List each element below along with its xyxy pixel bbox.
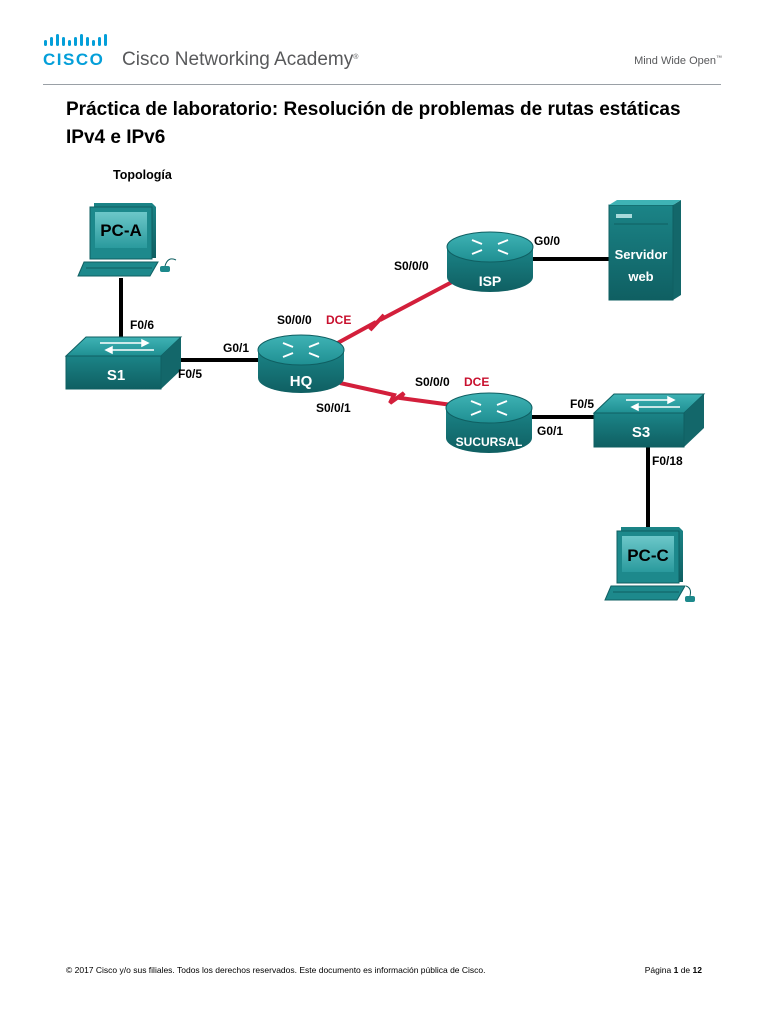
web-server-icon[interactable]: Servidor web	[608, 200, 681, 301]
router-isp-icon[interactable]: ISP	[446, 231, 534, 292]
iface-hq-g01: G0/1	[223, 341, 249, 355]
section-label-topology: Topología	[113, 168, 172, 182]
academy-name-text: Cisco Networking Academy	[122, 49, 354, 70]
iface-hq-s001: S0/0/1	[316, 401, 351, 415]
pc-a-label: PC-A	[100, 221, 142, 240]
router-hq-icon[interactable]: HQ	[257, 334, 345, 393]
page-title: Práctica de laboratorio: Resolución de p…	[66, 99, 681, 148]
iface-s3-f05: F0/5	[570, 397, 594, 411]
header-divider	[43, 84, 721, 85]
router-sucursal-label: SUCURSAL	[456, 435, 523, 449]
page-header: CISCO Cisco Networking Academy® Mind Wid…	[0, 0, 768, 95]
switch-s1-label: S1	[107, 367, 125, 384]
trademark-mark: ™	[716, 55, 722, 62]
academy-name: Cisco Networking Academy®	[122, 49, 358, 71]
pc-c-label: PC-C	[627, 546, 669, 565]
iface-s1-f05: F0/5	[178, 367, 202, 381]
footer-copyright: © 2017 Cisco y/o sus filiales. Todos los…	[66, 965, 486, 975]
page-current: 1	[673, 965, 679, 975]
tagline-text: Mind Wide Open	[634, 55, 716, 67]
cisco-logo-icon	[44, 34, 107, 46]
pc-a-icon[interactable]: PC-A	[77, 203, 177, 277]
iface-hq-s000-dce: DCE	[326, 313, 351, 327]
registered-mark: ®	[353, 54, 359, 61]
topology-canvas: PC-A S1 HQ ISP	[64, 200, 706, 602]
web-server-label-line2: web	[627, 269, 653, 284]
iface-hq-s000: S0/0/0	[277, 313, 312, 327]
topology-diagram: PC-A S1 HQ ISP	[0, 190, 768, 620]
page-total: 12	[692, 965, 702, 975]
tagline: Mind Wide Open™	[634, 55, 722, 67]
switch-s3-label: S3	[632, 424, 650, 441]
switch-s3-icon[interactable]: S3	[592, 393, 706, 448]
iface-sucursal-s000: S0/0/0	[415, 375, 450, 389]
router-hq-label: HQ	[290, 373, 313, 390]
switch-s1-icon[interactable]: S1	[64, 336, 183, 390]
footer-page-number: Página 1 de 12	[645, 965, 702, 975]
iface-sucursal-s000-dce: DCE	[464, 375, 489, 389]
page-separator: de	[680, 965, 691, 975]
link-hq-sucursal-serial	[339, 381, 453, 407]
iface-isp-g00: G0/0	[534, 234, 560, 248]
router-isp-label: ISP	[479, 273, 502, 289]
cisco-wordmark: CISCO	[43, 50, 105, 69]
iface-s1-f06: F0/6	[130, 318, 154, 332]
pc-c-icon[interactable]: PC-C	[604, 527, 695, 602]
iface-sucursal-g01: G0/1	[537, 424, 563, 438]
iface-s3-f018: F0/18	[652, 454, 683, 468]
router-sucursal-icon[interactable]: SUCURSAL	[445, 392, 533, 453]
iface-isp-s000: S0/0/0	[394, 259, 429, 273]
link-hq-isp-serial	[333, 280, 453, 347]
web-server-label-line1: Servidor	[615, 247, 668, 262]
page-prefix: Página	[644, 965, 672, 975]
